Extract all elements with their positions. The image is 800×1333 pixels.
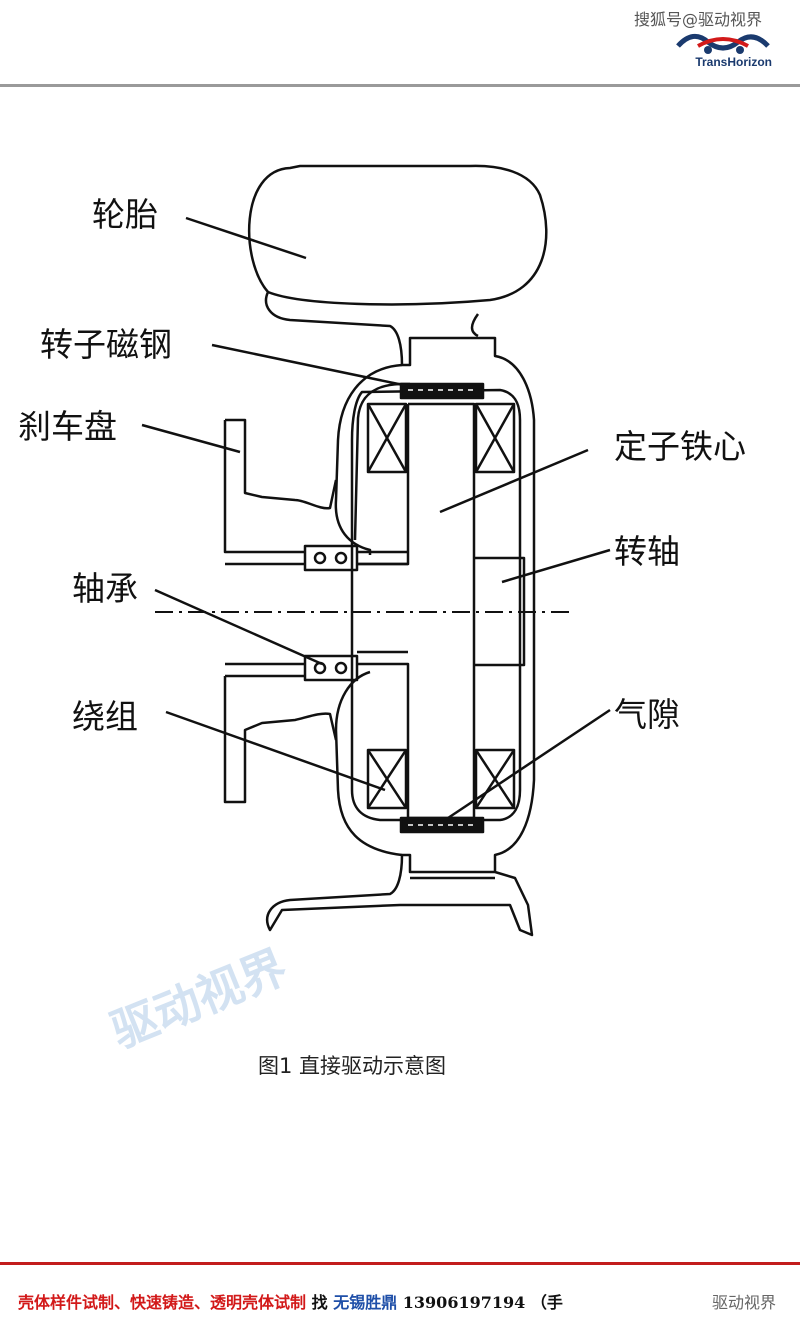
bearing-upper <box>303 544 359 572</box>
footer-phone: 13906197194 <box>402 1293 526 1312</box>
brake-disc-upper <box>225 418 338 510</box>
label-stator-core: 定子铁心 <box>614 427 746 466</box>
winding-lower-right <box>474 748 516 810</box>
label-bearing: 轴承 <box>72 569 138 608</box>
rim-lower <box>265 779 536 937</box>
footer-source: 驱动视界 <box>711 1293 776 1312</box>
hub-housing-left-upper <box>334 363 403 555</box>
footer-divider <box>0 1262 800 1265</box>
leader-rotor-magnet <box>211 343 409 388</box>
winding-lower-left <box>366 748 408 810</box>
leader-shaft <box>501 548 611 584</box>
figure-caption: 图1 直接驱动示意图 <box>258 1054 447 1078</box>
header-watermark: 搜狐号@驱动视界 <box>633 10 762 29</box>
winding-upper-left <box>366 402 408 474</box>
footer-note: （手 <box>530 1293 563 1312</box>
leader-brake-disc <box>141 423 241 454</box>
leader-winding <box>165 710 386 792</box>
label-winding: 绕组 <box>72 697 138 736</box>
car-wave-logo-icon <box>676 33 770 54</box>
bearing-lower <box>303 654 359 682</box>
top-divider <box>0 84 800 87</box>
label-air-gap: 气隙 <box>614 695 680 734</box>
footer-ad: 壳体样件试制、快速铸造、透明壳体试制 找 无锡胜鼎 13906197194 （手 <box>18 1289 563 1313</box>
leader-air-gap <box>447 708 611 820</box>
leader-stator-core <box>439 448 589 514</box>
footer-ad-find: 找 <box>311 1293 328 1312</box>
footer-company: 无锡胜鼎 <box>333 1293 398 1312</box>
logo-text: TransHorizon <box>695 55 772 69</box>
brake-disc-lower <box>225 662 305 678</box>
label-rotor-magnet: 转子磁钢 <box>40 325 172 364</box>
tire-shape <box>247 164 548 306</box>
leader-tire <box>185 216 307 260</box>
leader-bearing <box>154 588 323 666</box>
rotor-magnet-upper <box>399 382 485 400</box>
rim-upper <box>264 291 536 780</box>
label-brake-disc: 刹车盘 <box>18 407 117 446</box>
winding-upper-right <box>474 402 516 474</box>
footer-ad-services: 壳体样件试制、快速铸造、透明壳体试制 <box>18 1293 307 1312</box>
label-shaft: 转轴 <box>614 532 680 571</box>
label-tire: 轮胎 <box>92 195 158 234</box>
